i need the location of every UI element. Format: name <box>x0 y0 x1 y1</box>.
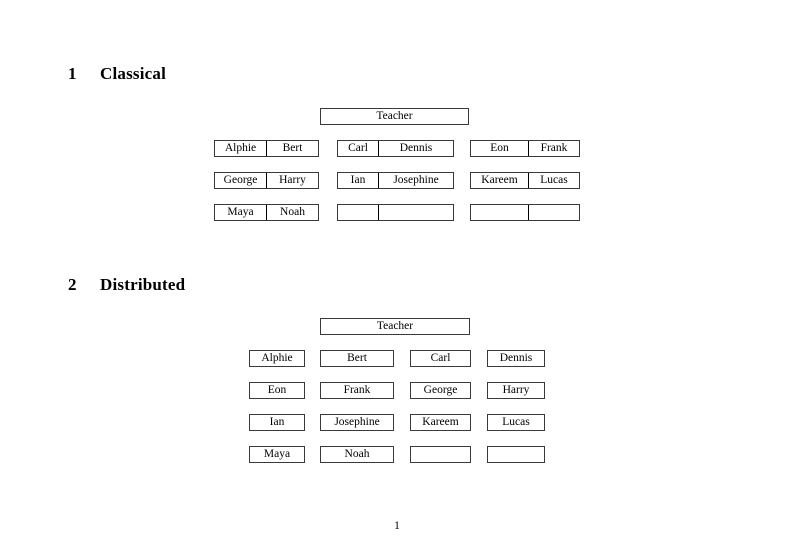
student-box: Frank <box>320 382 394 399</box>
student-row: Eon Frank <box>470 140 580 157</box>
student-row: Ian Josephine <box>337 172 454 189</box>
student-cell: Harry <box>279 174 306 186</box>
student-box: Kareem <box>410 414 471 431</box>
student-cell: Eon <box>471 141 529 156</box>
empty-cell <box>471 205 529 220</box>
section-heading-classical: 1 Classical <box>68 64 166 84</box>
student-cell: Alphie <box>215 141 267 156</box>
empty-box <box>410 446 471 463</box>
student-box: Alphie <box>249 350 305 367</box>
student-cell: Josephine <box>393 174 439 186</box>
student-row: George Harry <box>214 172 319 189</box>
empty-cell <box>338 205 379 220</box>
section-title: Distributed <box>100 275 186 294</box>
student-cell: Lucas <box>540 174 568 186</box>
student-row <box>470 204 580 221</box>
empty-cell <box>379 205 453 220</box>
student-cell: George <box>215 173 267 188</box>
section-number: 1 <box>68 64 77 83</box>
student-box: Eon <box>249 382 305 399</box>
student-cell: Frank <box>540 142 568 154</box>
section-heading-distributed: 2 Distributed <box>68 275 185 295</box>
section-title: Classical <box>100 64 167 83</box>
student-box: Lucas <box>487 414 545 431</box>
page-number: 1 <box>394 520 400 532</box>
student-cell: Ian <box>338 173 379 188</box>
empty-cell <box>529 205 579 220</box>
empty-box <box>487 446 545 463</box>
teacher-box-classical: Teacher <box>320 108 469 125</box>
teacher-box-distributed: Teacher <box>320 318 470 335</box>
student-cell: Kareem <box>471 173 529 188</box>
student-box: Noah <box>320 446 394 463</box>
student-cell: Maya <box>215 205 267 220</box>
student-box: Ian <box>249 414 305 431</box>
student-box: George <box>410 382 471 399</box>
section-number: 2 <box>68 275 77 294</box>
student-box: Bert <box>320 350 394 367</box>
student-box: Harry <box>487 382 545 399</box>
student-cell: Carl <box>338 141 379 156</box>
student-cell: Dennis <box>399 142 433 154</box>
student-box: Josephine <box>320 414 394 431</box>
student-row: Maya Noah <box>214 204 319 221</box>
student-box: Dennis <box>487 350 545 367</box>
student-box: Maya <box>249 446 305 463</box>
student-box: Carl <box>410 350 471 367</box>
student-cell: Noah <box>280 206 305 218</box>
student-row <box>337 204 454 221</box>
student-row: Carl Dennis <box>337 140 454 157</box>
student-row: Kareem Lucas <box>470 172 580 189</box>
student-cell: Bert <box>282 142 303 154</box>
student-row: Alphie Bert <box>214 140 319 157</box>
